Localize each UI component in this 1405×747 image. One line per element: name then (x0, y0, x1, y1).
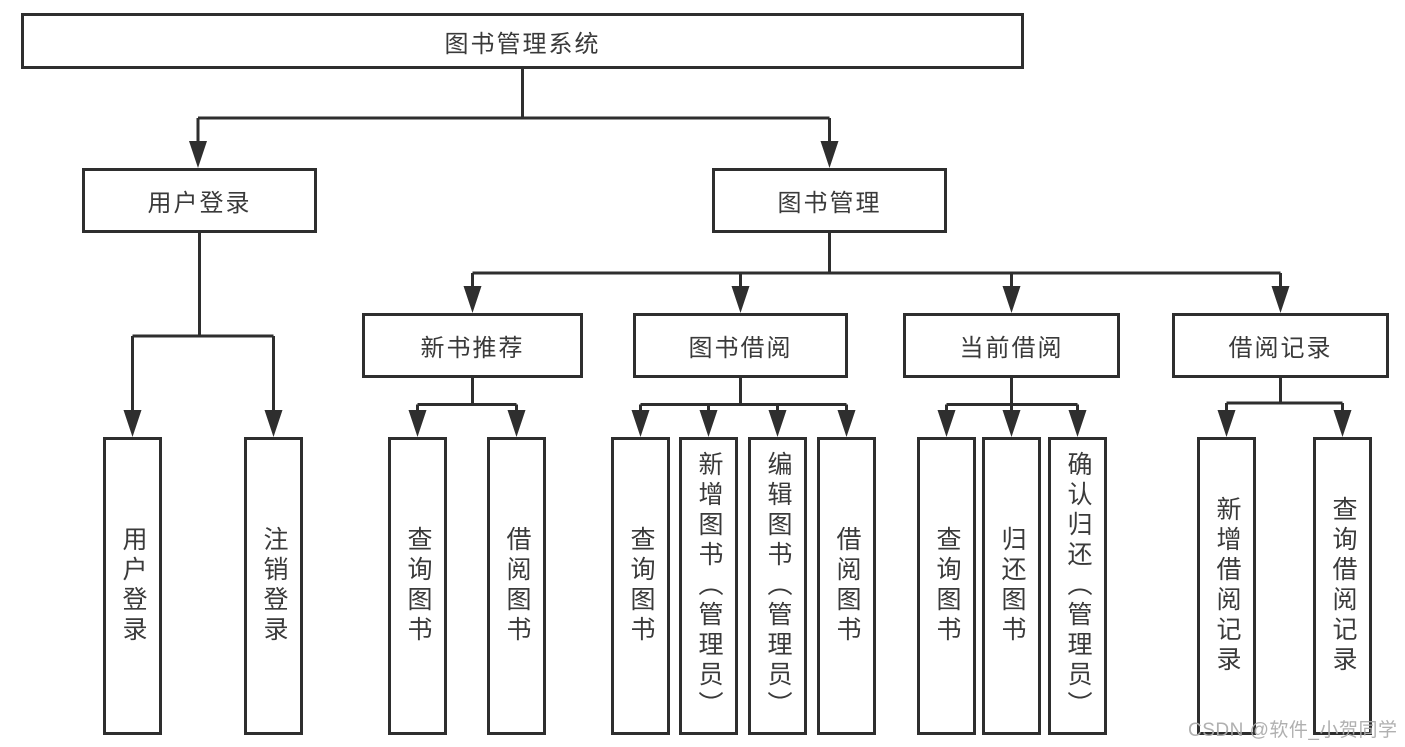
leaf-user-login: 用户登录 (103, 437, 162, 735)
arrowhead (189, 141, 207, 168)
leaf-confirm-return-admin: 确认归还（管理员） (1048, 437, 1107, 735)
arrowhead (1217, 410, 1236, 437)
node-borrowing-records: 借阅记录 (1172, 313, 1389, 378)
arrowhead (507, 410, 526, 437)
connector-root-to-level2 (196, 68, 831, 142)
arrowhead (837, 410, 856, 437)
connector-records-to-leaves (1225, 378, 1344, 411)
csdn-watermark: CSDN @软件_小贺同学 (1188, 720, 1398, 741)
arrowheads (123, 141, 1352, 437)
arrowhead (731, 286, 750, 313)
connector-mgmt-to-level3 (471, 233, 1282, 287)
arrowhead (768, 410, 787, 437)
leaf-add-book-admin: 新增图书（管理员） (679, 437, 738, 735)
node-book-management: 图书管理 (712, 168, 947, 233)
leaf-return-books: 归还图书 (982, 437, 1041, 735)
leaf-query-borrow-record: 查询借阅记录 (1313, 437, 1372, 735)
node-book-borrowing: 图书借阅 (633, 313, 848, 378)
connector-current-to-leaves (945, 378, 1079, 411)
arrowhead (1068, 410, 1087, 437)
arrowhead (1002, 286, 1021, 313)
leaf-query-books-borrow: 查询图书 (611, 437, 670, 735)
arrowhead (1002, 410, 1021, 437)
node-user-login: 用户登录 (82, 168, 317, 233)
node-root-system: 图书管理系统 (21, 13, 1024, 69)
arrowhead (937, 410, 956, 437)
leaf-borrow-books: 借阅图书 (817, 437, 876, 735)
leaf-logout: 注销登录 (244, 437, 303, 735)
arrowhead (408, 410, 427, 437)
arrowhead (463, 286, 482, 313)
leaf-query-books-current: 查询图书 (917, 437, 976, 735)
leaf-add-borrow-record: 新增借阅记录 (1197, 437, 1256, 735)
arrowhead (631, 410, 650, 437)
arrowhead (699, 410, 718, 437)
node-new-book-recommend: 新书推荐 (362, 313, 583, 378)
leaf-borrow-books-recommend: 借阅图书 (487, 437, 546, 735)
arrowhead (820, 141, 839, 168)
leaf-edit-book-admin: 编辑图书（管理员） (748, 437, 807, 735)
connector-user-to-leaves (131, 233, 275, 411)
connector-recommend-to-leaves (416, 378, 518, 411)
arrowhead (1271, 286, 1290, 313)
arrowhead (264, 410, 283, 437)
connector-borrow-to-leaves (639, 378, 848, 411)
node-current-borrowing: 当前借阅 (903, 313, 1120, 378)
arrowhead (1333, 410, 1352, 437)
arrowhead (123, 410, 142, 437)
leaf-query-books-recommend: 查询图书 (388, 437, 447, 735)
